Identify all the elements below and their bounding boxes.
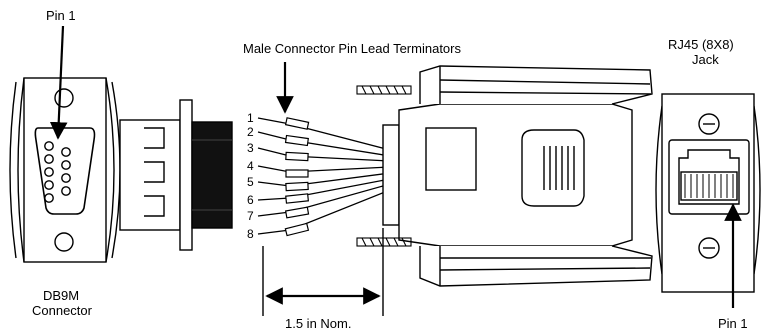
mounting-screws: [356, 85, 412, 247]
dimension-label: 1.5 in Nom.: [285, 316, 352, 331]
pin-number-label: 2: [247, 125, 254, 139]
dimension-annotation: [262, 228, 384, 316]
pin-number-label: 5: [247, 175, 254, 189]
db9m-connector-front: [9, 77, 121, 263]
rj45-title-line1: RJ45 (8X8): [668, 37, 734, 52]
db9m-connector-side: [119, 99, 233, 251]
terminators-label: Male Connector Pin Lead Terminators: [243, 41, 461, 56]
db9m-name-line1: DB9M: [43, 288, 80, 303]
rj45-pin1-label: Pin 1: [718, 316, 748, 331]
adapter-housing: [382, 65, 653, 287]
db9-pin1-label: Pin 1: [46, 8, 76, 23]
rj45-contacts: [684, 174, 734, 198]
db9-pin-holes: [44, 141, 71, 203]
db9-pin1-arrow: [49, 25, 68, 140]
pin-number-label: 4: [247, 159, 254, 173]
pin-leads: [257, 117, 391, 235]
pin-number-label: 8: [247, 227, 254, 241]
pin-number-label: 7: [247, 209, 254, 223]
rj45-title-line2: Jack: [692, 52, 719, 67]
pin-number-label: 1: [247, 111, 254, 125]
adapter-latch-ribs: [543, 146, 575, 190]
db9m-name-line2: Connector: [32, 303, 92, 318]
pin-number-label: 3: [247, 141, 254, 155]
lead-terminators: [284, 117, 310, 237]
rj45-jack: [655, 93, 761, 293]
pin-number-label: 6: [247, 193, 254, 207]
